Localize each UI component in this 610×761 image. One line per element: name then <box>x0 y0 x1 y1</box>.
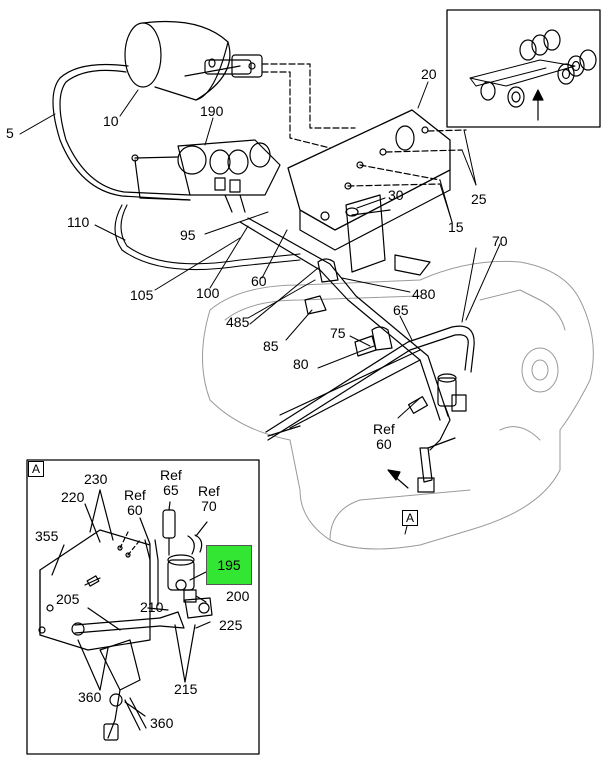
detail-view-a <box>26 459 260 755</box>
callout-360-upper: 360 <box>78 689 102 705</box>
callout-220: 220 <box>61 489 85 505</box>
callout-80: 80 <box>293 356 309 372</box>
callout-70: 70 <box>492 233 508 249</box>
mounting-bracket <box>287 109 467 251</box>
callout-85: 85 <box>263 338 279 354</box>
callout-225: 225 <box>219 617 243 633</box>
air-line <box>52 63 191 201</box>
detail-view-label: A <box>28 461 44 477</box>
leader-lines <box>19 81 501 535</box>
callout-195-highlighted[interactable]: 195 <box>206 545 252 585</box>
callout-485: 485 <box>226 314 250 330</box>
transmission-housing <box>202 260 594 550</box>
callout-25: 25 <box>471 191 487 207</box>
callout-105: 105 <box>130 287 154 303</box>
callout-480: 480 <box>412 286 436 302</box>
vehicle-locator-inset <box>446 9 601 128</box>
callout-210: 210 <box>140 599 164 615</box>
callout-5: 5 <box>6 125 14 141</box>
callout-230: 230 <box>84 471 108 487</box>
callout-ref-65-inset: Ref 65 <box>160 467 182 498</box>
shift-cables <box>239 217 475 441</box>
bracket-30 <box>345 194 431 276</box>
air-tank <box>124 20 263 101</box>
callout-360-lower: 360 <box>150 715 174 731</box>
callout-20: 20 <box>421 66 437 82</box>
clamp-75 <box>354 335 377 357</box>
callout-355: 355 <box>35 528 59 544</box>
callout-15: 15 <box>448 219 464 235</box>
valve-assembly <box>131 139 281 213</box>
callout-205: 205 <box>56 591 80 607</box>
callout-100: 100 <box>196 285 220 301</box>
callout-ref-60-inset: Ref 60 <box>124 487 146 518</box>
detail-view-reference-marker: A <box>402 510 418 526</box>
callout-10: 10 <box>103 113 119 129</box>
callout-200: 200 <box>226 588 250 604</box>
callout-30: 30 <box>388 187 404 203</box>
callout-95: 95 <box>180 227 196 243</box>
callout-ref-60-main: Ref 60 <box>373 421 395 452</box>
callout-ref-70-inset: Ref 70 <box>198 483 220 514</box>
callout-65: 65 <box>393 302 409 318</box>
linkage-lever <box>417 437 456 493</box>
callout-75: 75 <box>330 325 346 341</box>
callout-215: 215 <box>174 681 198 697</box>
callout-110: 110 <box>67 214 90 230</box>
callout-190: 190 <box>200 103 224 119</box>
clamp-485 <box>317 258 339 283</box>
callout-60: 60 <box>251 273 267 289</box>
